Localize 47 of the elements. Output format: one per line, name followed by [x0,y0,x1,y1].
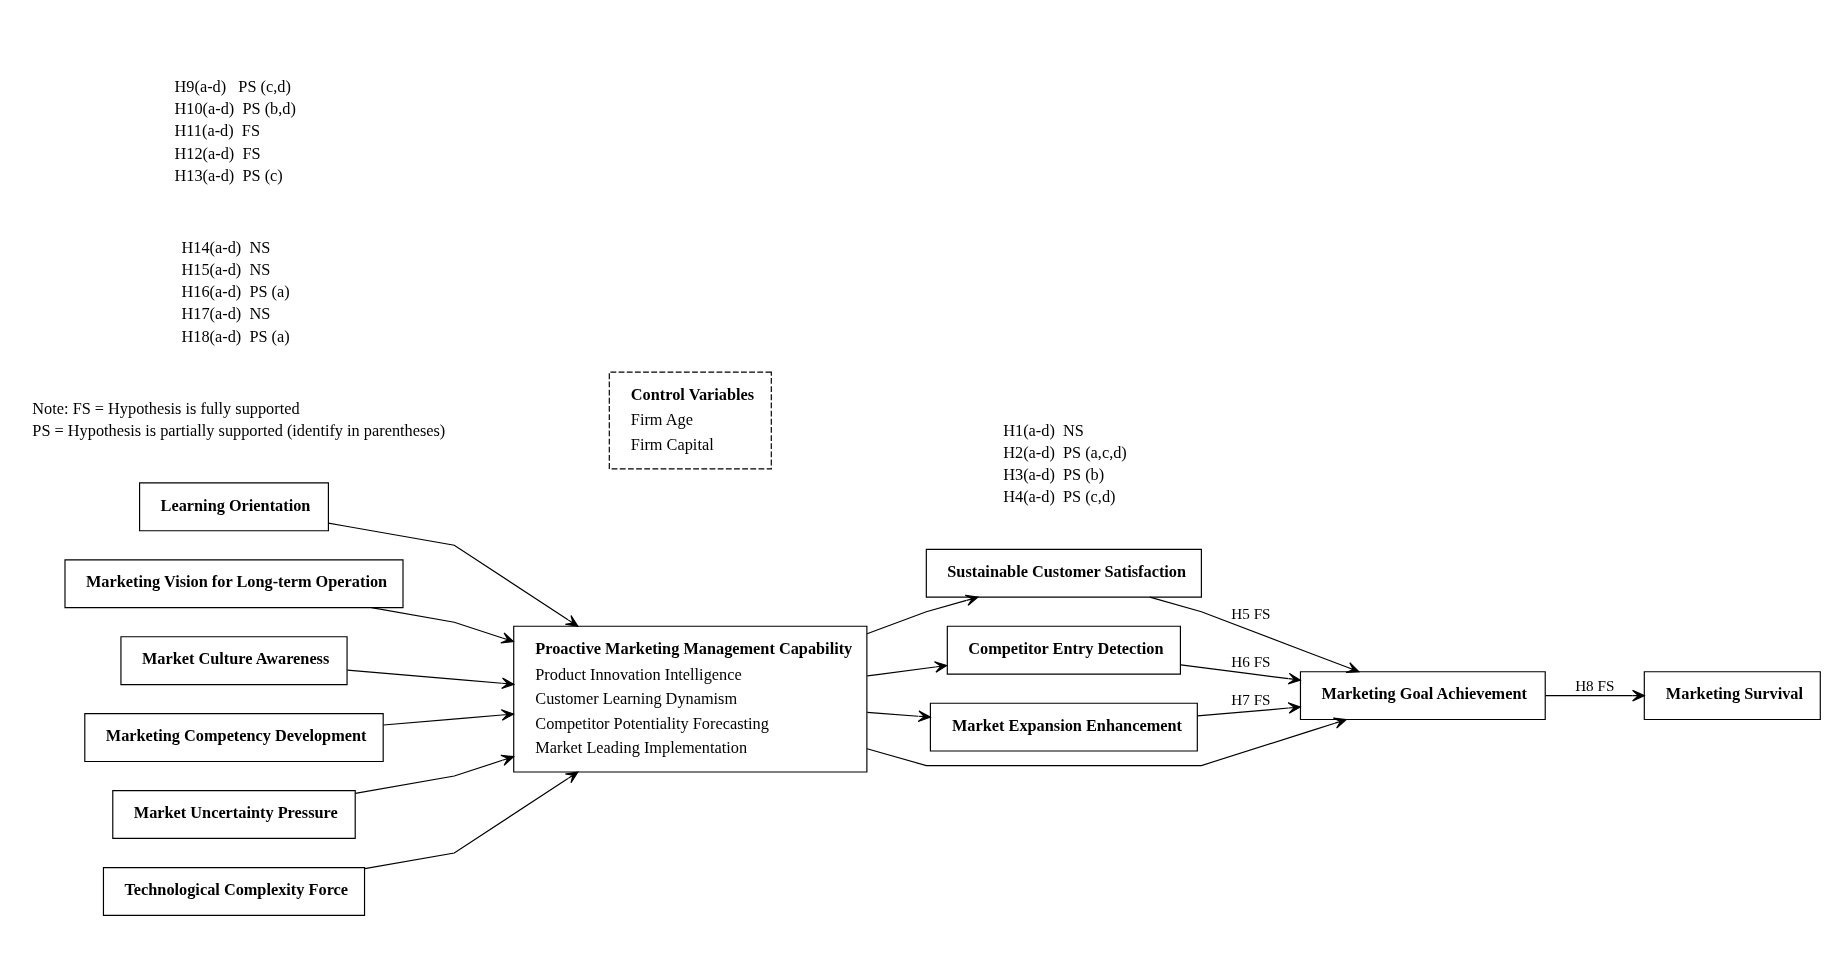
arrow [866,717,1347,766]
edge-label: H6 FS [1231,652,1271,670]
label: H1(a-d) NS [1003,420,1084,440]
node-box: Market Expansion Enhancement [929,702,1198,752]
label: H15(a-d) NS [181,259,271,279]
node-box: Marketing Vision for Long-term Operation [64,558,404,608]
arrow [866,709,931,722]
arrow [370,606,515,644]
arrow [1149,596,1360,673]
arrow [382,708,515,726]
node-box: Competitor Entry Detection [946,625,1181,675]
label: H14(a-d) NS [181,237,271,257]
node-box: Sustainable Customer Satisfaction [925,548,1202,598]
label: H11(a-d) FS [174,120,260,140]
arrow [1544,689,1645,701]
arrow [1196,701,1301,716]
label: H2(a-d) PS (a,c,d) [1003,442,1127,462]
node-box: Marketing Competency Development [84,712,384,762]
label: H3(a-d) PS (b) [1003,464,1105,484]
node-box: Marketing Goal Achievement [1299,670,1546,720]
label: H12(a-d) FS [174,143,261,163]
arrow [1180,663,1301,684]
arrow [364,770,579,869]
label: H13(a-d) PS (c) [174,165,283,185]
node-box: Control Variables Firm Age Firm Capital [608,371,772,470]
arrow [354,754,515,794]
node-box: Technological Complexity Force [102,866,366,916]
node-box: Proactive Marketing Management Capability Product Innovation Intelligence Customer Learning Dynamism Competitor Potentiality Forecasting Market Leading Implementation [513,625,868,773]
arrow [327,522,579,627]
node-box: Market Uncertainty Pressure [112,789,356,839]
edge-label: H5 FS [1231,604,1271,622]
label: H10(a-d) PS (b,d) [174,98,296,118]
node-box: Marketing Survival [1643,670,1821,720]
label: H17(a-d) NS [181,303,271,323]
label: H4(a-d) PS (c,d) [1003,486,1116,506]
arrow [866,660,948,677]
label: Note: FS = Hypothesis is fully supported [32,398,300,418]
node-box: Market Culture Awareness [120,635,348,685]
edge-label: H7 FS [1231,690,1271,708]
label: PS = Hypothesis is partially supported (identify in parentheses) [32,420,446,440]
label: H16(a-d) PS (a) [181,281,290,301]
edge-label: H8 FS [1575,676,1615,694]
label: H9(a-d) PS (c,d) [174,76,291,96]
arrow [866,594,979,634]
arrow [346,669,515,689]
label: H18(a-d) PS (a) [181,326,290,346]
node-box: Learning Orientation [139,481,329,531]
